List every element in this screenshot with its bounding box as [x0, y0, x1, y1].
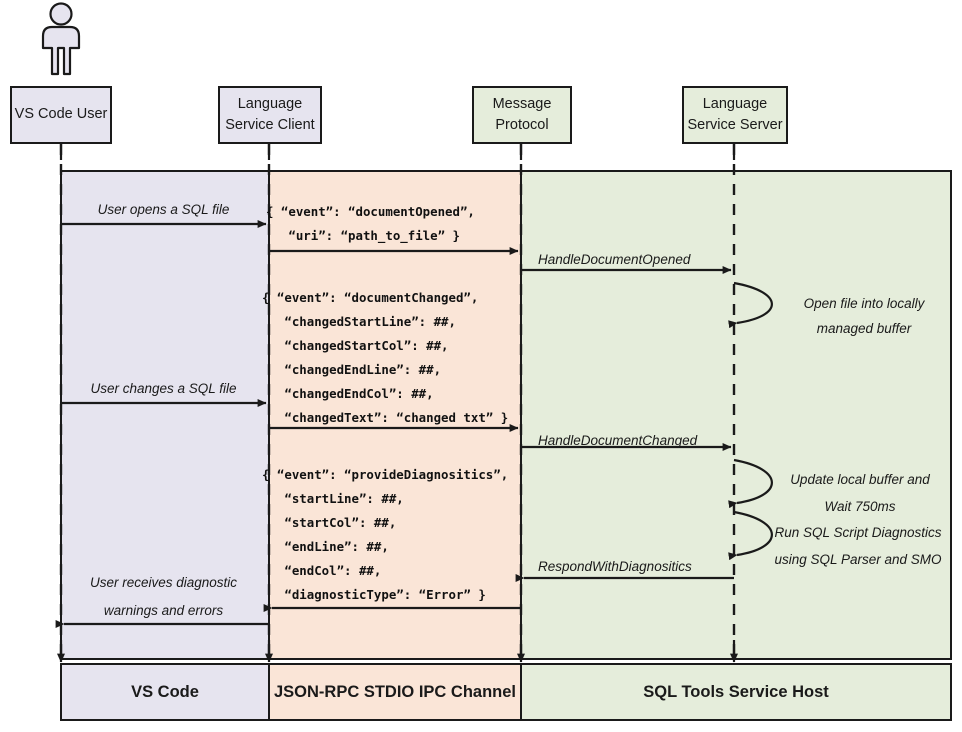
label-respond-with-diagnositics: RespondWithDiagnositics [538, 559, 692, 574]
label-handle-document-opened: HandleDocumentOpened [538, 252, 691, 267]
note-run-diagnostics-line2: using SQL Parser and SMO [774, 552, 942, 567]
payload-line: { “event”: “documentOpened”, [266, 204, 475, 219]
payload-line: “endLine”: ##, [262, 539, 389, 554]
note-update-buffer-line2: Wait 750ms [824, 499, 896, 514]
payload-line: “startCol”: ##, [262, 515, 397, 530]
provide-diagnositics-payload: { “event”: “provideDiagnositics”, “start… [262, 463, 508, 607]
payload-line: “diagnosticType”: “Error” } [262, 587, 486, 602]
payload-line: “endCol”: ##, [262, 563, 382, 578]
payload-line: “changedStartLine”: ##, [262, 314, 456, 329]
payload-line: “changedStartCol”: ##, [262, 338, 449, 353]
note-open-file-line1: Open file into locally [803, 296, 925, 311]
footer-label: JSON-RPC STDIO IPC Channel [273, 682, 517, 701]
participant-box-language-service-server[interactable]: Language Service Server [682, 86, 788, 144]
footer-sql-tools-service-host[interactable]: SQL Tools Service Host [520, 663, 952, 721]
note-open-file-line2: managed buffer [816, 321, 912, 336]
participant-box-message-protocol[interactable]: Message Protocol [472, 86, 572, 144]
label-user-receives-diagnostics-line2: warnings and errors [103, 603, 224, 618]
payload-line: “uri”: “path_to_file” } [266, 228, 460, 243]
payload-line: “changedEndLine”: ##, [262, 362, 442, 377]
footer-label: VS Code [131, 682, 199, 701]
payload-line: { “event”: “provideDiagnositics”, [262, 467, 509, 482]
vs-code-user-actor [30, 2, 92, 80]
label-user-receives-diagnostics-line1: User receives diagnostic [89, 575, 238, 590]
participant-box-language-service-client[interactable]: Language Service Client [218, 86, 322, 144]
footer-json-rpc-ipc-channel[interactable]: JSON-RPC STDIO IPC Channel [268, 663, 522, 721]
participant-label-line1: VS Code User [14, 106, 108, 123]
lane-sql-tools-service-host [520, 170, 952, 660]
payload-line: “changedText”: “changed txt” } [262, 410, 509, 425]
note-update-buffer-line1: Update local buffer and [790, 472, 930, 487]
payload-line: “changedEndCol”: ##, [262, 386, 434, 401]
label-handle-document-changed: HandleDocumentChanged [538, 433, 698, 448]
label-user-changes-sql-file: User changes a SQL file [90, 381, 237, 396]
participant-label-line2: Service Server [687, 117, 783, 133]
document-changed-payload: { “event”: “documentChanged”, “changedSt… [262, 286, 508, 430]
participant-box-vs-code-user[interactable]: VS Code User [10, 86, 112, 144]
footer-label: SQL Tools Service Host [643, 682, 829, 701]
participant-label-line1: Message [492, 95, 552, 112]
participant-label-line1: Language [237, 95, 303, 112]
payload-line: “startLine”: ##, [262, 491, 404, 506]
label-user-opens-sql-file: User opens a SQL file [97, 202, 230, 217]
lane-vs-code [60, 170, 270, 660]
note-run-diagnostics-line1: Run SQL Script Diagnostics [774, 525, 942, 540]
payload-line: { “event”: “documentChanged”, [262, 290, 479, 305]
participant-label-line2: Protocol [495, 117, 549, 133]
participant-label-line1: Language [702, 95, 768, 112]
participant-label-line2: Service Client [225, 117, 315, 133]
document-opened-payload: { “event”: “documentOpened”, “uri”: “pat… [266, 200, 475, 248]
footer-vs-code[interactable]: VS Code [60, 663, 270, 721]
